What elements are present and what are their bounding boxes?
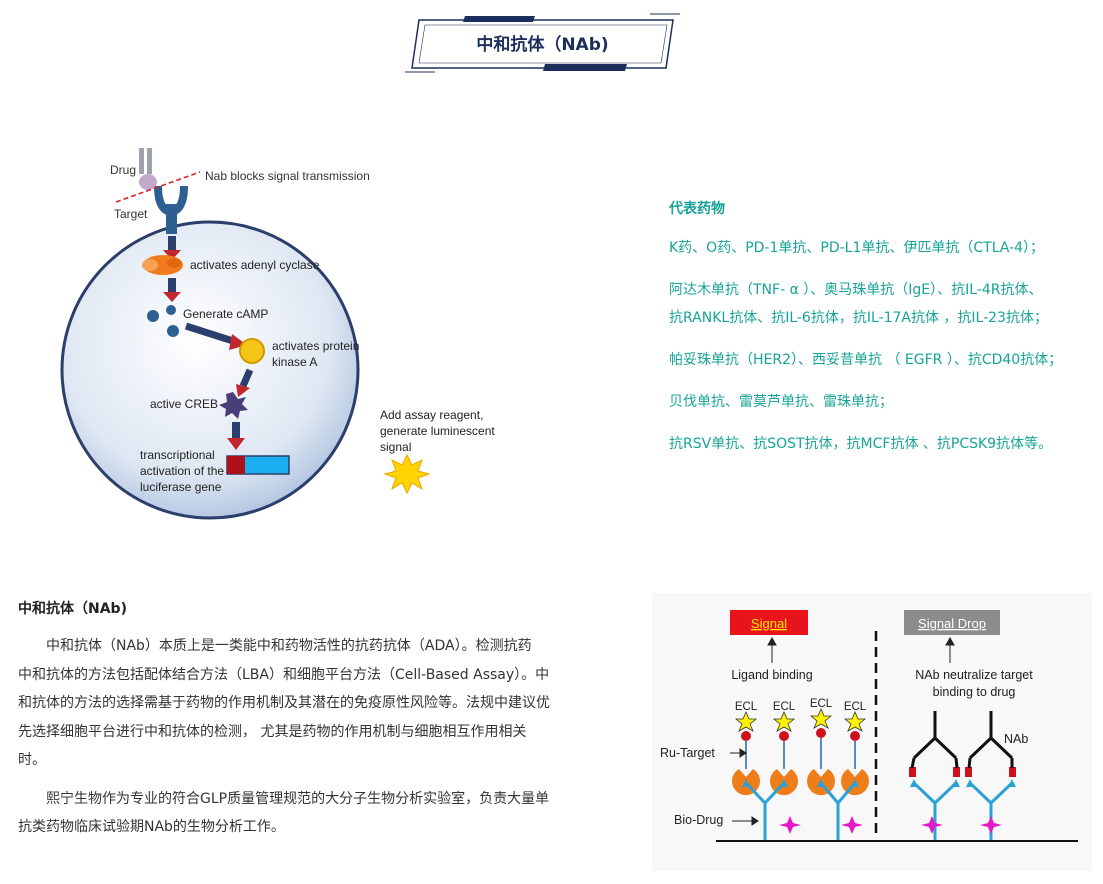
para-line: 熙宁生物作为专业的符合GLP质量管理规范的大分子生物分析实验室，负责大量单 (46, 790, 550, 807)
para-line: 和抗体的方法的选择需基于药物的作用机制及其潜在的免疫原性风险等。法规中建议优 (18, 695, 550, 711)
assay-label-2: generate luminescent (380, 424, 495, 438)
drug-label: Drug (110, 163, 136, 177)
nab-antibodies (912, 711, 1014, 760)
drug-line: 贝伐单抗、雷莫芦单抗、雷珠单抗； (669, 394, 893, 410)
bio-drug-stars (779, 816, 863, 834)
adenyl-cyclase-shape (142, 255, 183, 275)
drug-line: K药、O药、PD-1单抗、PD-L1单抗、伊匹单抗（CTLA-4）； (669, 240, 1045, 256)
trans-label-3: luciferase gene (140, 480, 222, 494)
drug-line: 帕妥珠单抗（HER2）、西妥昔单抗 （ EGFR ）、抗CD40抗体； (669, 352, 1063, 368)
nab-description: 中和抗体（NAb) 中和抗体（NAb）本质上是一类能中和药物活性的抗药抗体（AD… (18, 598, 598, 852)
luciferase-gene-shape (226, 455, 290, 475)
nab-neutral-label-1: NAb neutralize target (915, 668, 1033, 682)
cell-body (60, 220, 360, 520)
nab-tips (909, 767, 1016, 777)
signal-box (730, 610, 808, 635)
para-line: 先选择细胞平台进行中和抗体的检测， 尤其是药物的作用机制与细胞相互作用相关 (18, 723, 527, 740)
bio-drug-tips (742, 779, 859, 787)
para-line: 中和抗体的方法包括配体结合方法（LBA）和细胞平台方法（Cell-Based A… (18, 666, 550, 683)
ligand-label: Ligand binding (731, 668, 812, 682)
ru-target-label: Ru-Target (660, 746, 715, 760)
signal-drop-label: Signal Drop (918, 616, 986, 631)
ecl-label: ECL (810, 698, 833, 710)
blocks-label: Nab blocks signal transmission (205, 169, 370, 183)
para-line: 时。 (18, 752, 46, 768)
ecl-label: ECL (844, 701, 867, 713)
signal-drop-box (904, 610, 1000, 635)
luminescent-signal-shape (383, 453, 431, 495)
ecl-assay-diagram: Signal Signal Drop Ligand binding NAb ne… (652, 593, 1092, 871)
drug-line: 抗RSV单抗、抗SOST抗体，抗MCF抗体 、抗PCSK9抗体等。 (669, 436, 1053, 452)
arrow-4 (236, 368, 254, 397)
arrow-2 (163, 278, 181, 302)
signal-label: Signal (751, 616, 787, 631)
pka-label-1: activates protein (272, 339, 359, 353)
creb-shape (219, 392, 248, 419)
trans-label-2: activation of the (140, 464, 224, 478)
receptor-shape (154, 185, 188, 234)
bio-drug-arrow (732, 816, 759, 826)
para-line: 抗类药物临床试验期NAb的生物分析工作。 (18, 819, 285, 835)
drugs-heading: 代表药物 (669, 201, 725, 217)
bio-drug-antibodies (744, 781, 857, 841)
nab-heading: 中和抗体（NAb) (18, 601, 127, 617)
assay-label-3: signal (380, 440, 411, 454)
pka-label-2: kinase A (272, 355, 317, 369)
nab-paragraph-2: 熙宁生物作为专业的符合GLP质量管理规范的大分子生物分析实验室，负责大量单 抗类… (18, 785, 598, 842)
right-bio-drug-stars (921, 816, 1002, 834)
assay-label-1: Add assay reagent, (380, 408, 483, 422)
creb-label: active CREB (150, 397, 218, 411)
bio-drug-label: Bio-Drug (674, 813, 723, 827)
para-line: 中和抗体（NAb）本质上是一类能中和药物活性的抗药抗体（ADA）。检测抗药 (46, 638, 532, 654)
camp-label: Generate cAMP (183, 307, 268, 321)
drug-line: 阿达木单抗（TNF- α ）、奥马珠单抗（IgE）、抗IL-4R抗体、 (669, 282, 1043, 298)
arrow-5 (227, 422, 245, 450)
up-arrow-left (767, 636, 777, 663)
nab-paragraph-1: 中和抗体（NAb）本质上是一类能中和药物活性的抗药抗体（ADA）。检测抗药 中和… (18, 632, 598, 775)
drug-line: 抗RANKL抗体、抗IL-6抗体，抗IL-17A抗体 ，抗IL-23抗体； (669, 310, 1048, 326)
right-bio-drug-tips (910, 779, 1016, 787)
nab-neutral-label-2: binding to drug (933, 685, 1016, 699)
page-title: 中和抗体（NAb) (476, 35, 609, 55)
representative-drugs: 代表药物 K药、O药、PD-1单抗、PD-L1单抗、伊匹单抗（CTLA-4）； … (669, 198, 1099, 458)
camp-shapes (147, 305, 179, 337)
ru-target-arrow (730, 748, 747, 758)
target-label: Target (114, 207, 148, 221)
ecl-label: ECL (773, 701, 796, 713)
trans-label-1: transcriptional (140, 448, 215, 462)
adenyl-label: activates adenyl cyclase (190, 258, 320, 272)
cell-assay-diagram: Drug Nab blocks signal transmission Targ… (60, 148, 495, 520)
title-banner (405, 13, 680, 73)
drug-shape (139, 148, 157, 190)
pka-shape (239, 338, 265, 364)
nab-links (910, 757, 1014, 769)
ecl-label: ECL (735, 701, 758, 713)
block-line (115, 171, 201, 203)
up-arrow-right (945, 636, 955, 663)
ecl-markers (734, 707, 867, 769)
nab-label: NAb (1004, 732, 1028, 746)
arrow-1 (163, 236, 181, 260)
